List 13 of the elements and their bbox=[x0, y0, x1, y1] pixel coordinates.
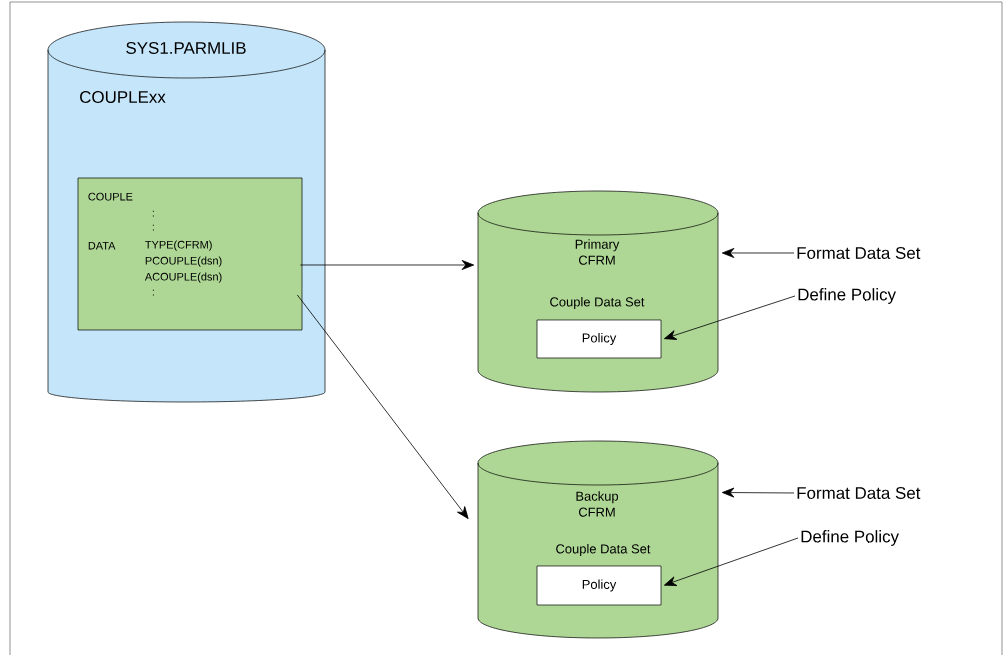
parameter-box: COUPLE : : DATA TYPE(CFRM) PCOUPLE(dsn) ACOUPLE(dsn) : bbox=[77, 177, 303, 331]
policy-box: Policy bbox=[536, 319, 662, 359]
action-label: Define Policy bbox=[801, 530, 899, 546]
action-label: Format Data Set bbox=[797, 247, 921, 259]
arrow bbox=[721, 248, 795, 258]
action-label: Format Data Set bbox=[797, 487, 921, 499]
arrow bbox=[299, 260, 475, 270]
policy-box: Policy bbox=[536, 565, 662, 606]
arrow bbox=[721, 487, 795, 498]
arrow bbox=[296, 294, 469, 519]
arrow bbox=[664, 295, 796, 340]
arrow bbox=[664, 537, 799, 586]
action-label: Define Policy bbox=[798, 288, 896, 304]
